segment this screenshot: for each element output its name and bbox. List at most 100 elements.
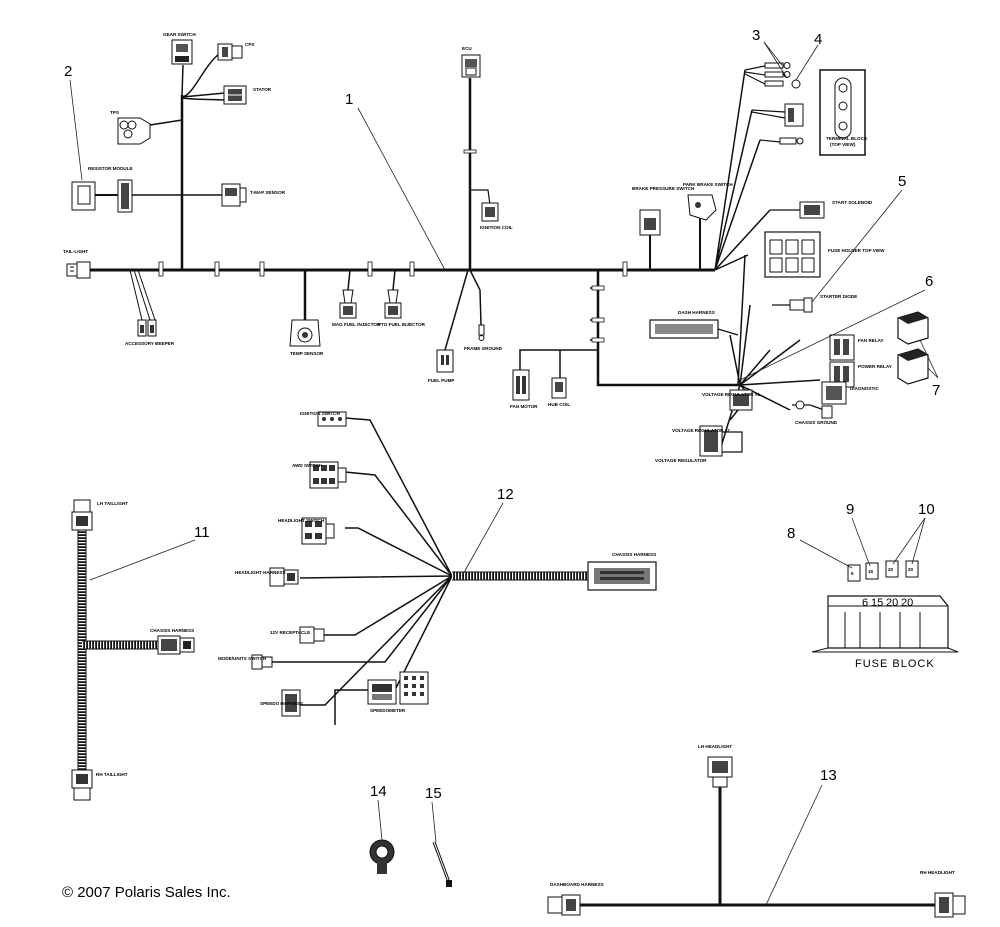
label-rh-taillight: RH TAILLIGHT <box>96 772 128 777</box>
label-ignition-coil: IGNITION COIL <box>480 225 513 230</box>
label-mag-fuel-injector: MAG FUEL INJECTOR <box>332 322 381 327</box>
callout-1: 1 <box>345 91 353 108</box>
label-power-relay: POWER RELAY <box>858 364 892 369</box>
label-headlight-harness: HEADLIGHT HARNESS <box>235 570 286 575</box>
fuse-rating-4: 20 <box>901 597 913 609</box>
rh-headlight-connector <box>934 892 966 918</box>
label-speedometer: SPEEDOMETER <box>370 708 406 713</box>
label-diagnostic: DIAGNOSTIC <box>850 386 880 391</box>
label-headlight-switch: HEADLIGHT SWITCH <box>278 518 325 523</box>
harness-sleeves <box>158 261 628 277</box>
fuse-rating-2: 15 <box>871 597 883 609</box>
fuse-rating-1: 6 <box>862 597 868 609</box>
label-chassis-ground: CHASSIS GROUND <box>795 420 838 425</box>
label-fuse-holder: FUSE HOLDER TOP VIEW <box>828 248 885 253</box>
fuse-rating-3: 20 <box>886 597 898 609</box>
brake-pressure-switch <box>639 209 661 236</box>
callout-6: 6 <box>925 273 933 290</box>
callout-11: 11 <box>194 524 210 541</box>
wire-clip-14 <box>369 839 395 874</box>
taillight-harness <box>71 499 195 801</box>
callout-8: 8 <box>787 525 795 542</box>
label-cps: CPS <box>245 42 254 47</box>
frame-ground <box>478 324 485 341</box>
diagnostic-connector <box>821 381 847 405</box>
label-speedo-harness: SPEEDO HARNESS <box>260 701 303 706</box>
label-tps: TPS <box>110 110 119 115</box>
ecu-connector <box>461 54 481 78</box>
temp-sensor <box>289 319 321 347</box>
chassis-harness-11-connector <box>157 635 195 655</box>
voltage-regulator-1 <box>729 389 753 411</box>
callout-14: 14 <box>370 783 387 800</box>
pto-fuel-injector <box>384 289 402 319</box>
voltage-regulator-2 <box>699 425 743 457</box>
lh-headlight-connector <box>707 756 733 788</box>
leader-lines <box>69 41 939 906</box>
callout-15: 15 <box>425 785 442 802</box>
label-mode-switch: MODE/UNITS SWITCH <box>218 656 267 661</box>
label-pto-fuel-injector: PTO FUEL INJECTOR <box>378 322 426 327</box>
label-fan-relay: FAN RELAY <box>858 338 884 343</box>
label-brake-pressure-switch: BRAKE PRESSURE SWITCH <box>632 186 695 191</box>
headlight-harness-connector <box>269 567 299 587</box>
speedo-harness-connector <box>281 689 301 717</box>
starter-diode <box>789 297 813 313</box>
callout-2: 2 <box>64 63 72 80</box>
svg-text:6: 6 <box>851 571 854 576</box>
dash-harness-connector <box>649 319 739 339</box>
component-labels: GEAR SWITCH CPS STATOR TPS RESISTOR MODU… <box>63 32 955 887</box>
fuse-10b: 20 <box>905 560 919 578</box>
label-voltage-regulator-2: VOLTAGE REGULATOR #2 <box>672 428 730 433</box>
gear-switch-connector <box>171 39 193 65</box>
chassis-ground-terminal <box>792 400 833 419</box>
ring-terminals <box>764 62 804 145</box>
fuse-8: 6 <box>847 564 861 582</box>
fan-relay <box>829 311 929 361</box>
awd-switch-connector <box>309 461 347 489</box>
rh-taillight-connector <box>71 769 93 801</box>
label-terminal-block-view: (TOP VIEW) <box>830 142 856 147</box>
fuse-holder <box>764 231 821 278</box>
start-solenoid-connector <box>799 201 825 219</box>
label-start-solenoid: START SOLENOID <box>832 200 873 205</box>
fan-motor-connector <box>512 369 530 401</box>
mag-fuel-injector <box>339 289 357 319</box>
label-fan-motor: FAN MOTOR <box>510 404 538 409</box>
label-resistor-module: RESISTOR MODULE <box>88 166 133 171</box>
label-accessory-beeper: ACCESSORY BEEPER <box>125 341 175 346</box>
label-dash-harness: DASH HARNESS <box>678 310 715 315</box>
label-frame-ground: FRAME GROUND <box>464 346 503 351</box>
callout-7: 7 <box>932 382 940 399</box>
svg-text:20: 20 <box>908 567 914 572</box>
stator-connector <box>223 85 247 105</box>
callout-numbers: 1 2 3 4 5 6 7 8 9 10 11 12 13 14 15 <box>64 27 940 802</box>
label-lh-taillight: LH TAILLIGHT <box>97 501 128 506</box>
label-chassis-harness-11: CHASSIS HARNESS <box>150 628 194 633</box>
label-tail-light: TAIL-LIGHT <box>63 249 88 254</box>
label-awd-switch: AWD SWITCH <box>292 463 323 468</box>
label-rh-headlight: RH HEADLIGHT <box>920 870 955 875</box>
label-tmap-sensor: T-MAP SENSOR <box>250 190 286 195</box>
label-starter-diode: STARTER DIODE <box>820 294 857 299</box>
label-park-brake-switch: PARK BRAKE SWITCH <box>683 182 733 187</box>
dashboard-harness-connector <box>547 894 581 916</box>
tail-light-connector <box>66 261 91 279</box>
lh-taillight-connector <box>71 499 93 531</box>
fuse-10a: 20 <box>885 560 899 578</box>
label-hub-coil: HUB COIL <box>548 402 570 407</box>
svg-text:20: 20 <box>888 567 894 572</box>
callout-5: 5 <box>898 173 906 190</box>
label-lh-headlight: LH HEADLIGHT <box>698 744 732 749</box>
headlight-harness <box>547 756 966 918</box>
label-voltage-regulator: VOLTAGE REGULATOR <box>655 458 707 463</box>
label-ignition-switch: IGNITION SWITCH <box>300 411 340 416</box>
callout-10: 10 <box>918 501 935 518</box>
copyright-notice: © 2007 Polaris Sales Inc. <box>62 884 231 901</box>
cable-tie-15 <box>432 841 452 887</box>
callout-12: 12 <box>497 486 514 503</box>
label-fuel-pump: FUEL PUMP <box>428 378 454 383</box>
headlight-switch-connector <box>301 517 335 545</box>
label-stator: STATOR <box>253 87 272 92</box>
